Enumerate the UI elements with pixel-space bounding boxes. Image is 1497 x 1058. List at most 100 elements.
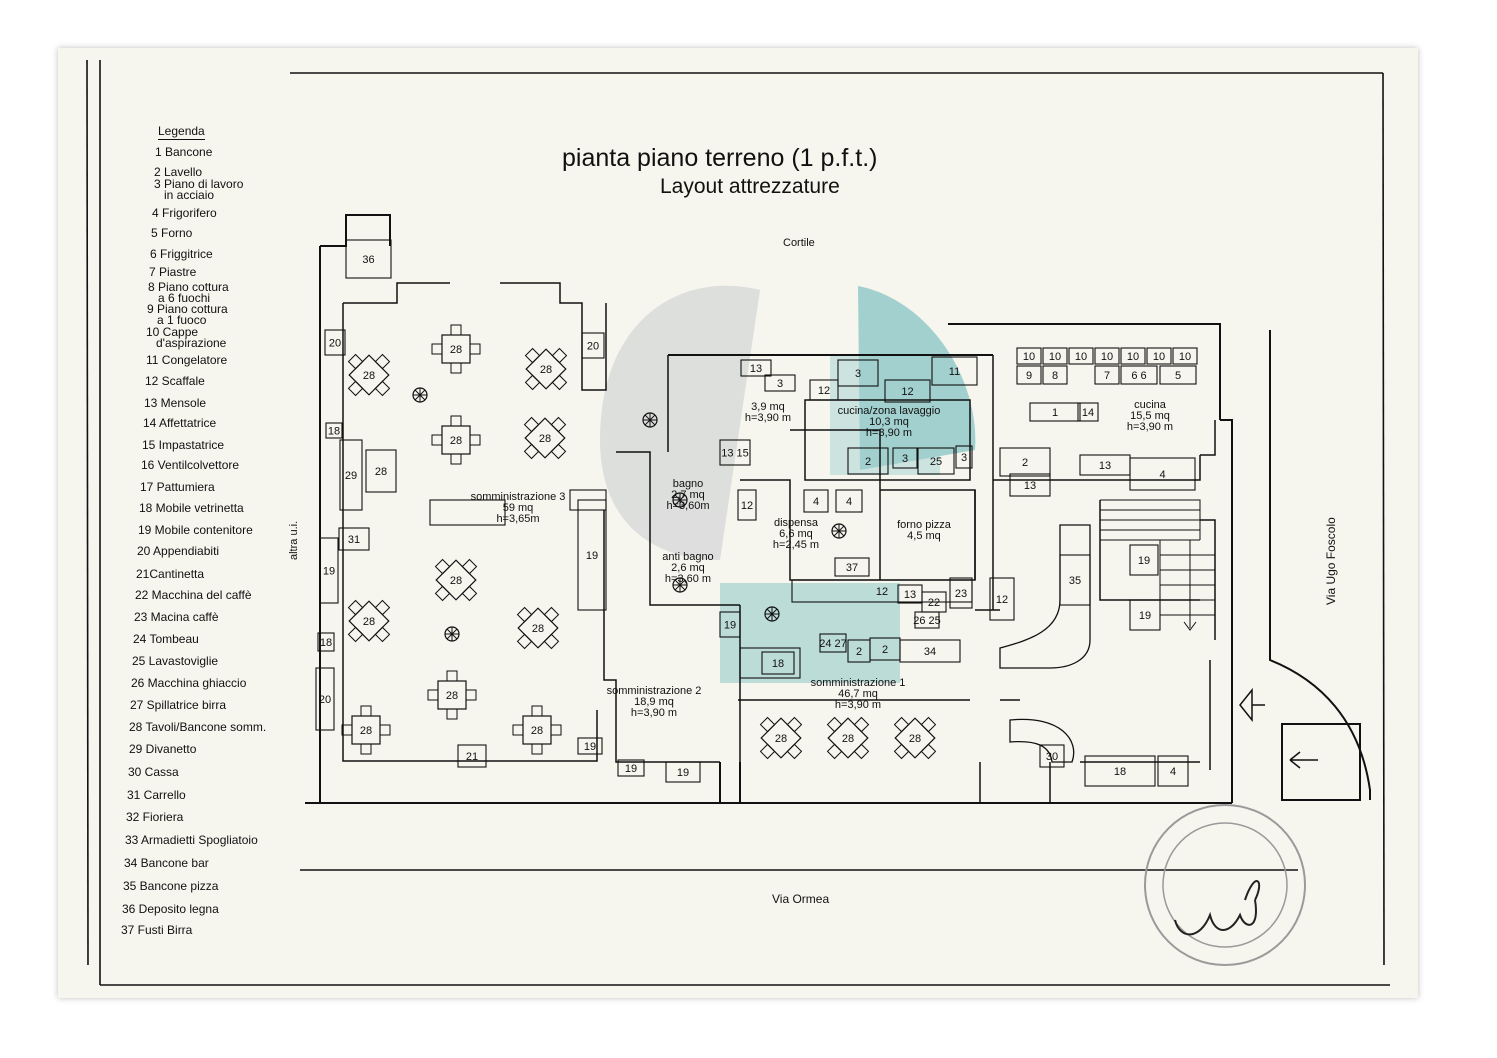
furniture-label: 25 — [930, 456, 942, 468]
furniture-label: 3 — [777, 378, 783, 390]
sheet-frame — [86, 59, 1390, 986]
furniture-item: 18 — [761, 651, 795, 675]
legend-item: 8 Piano cottura a 6 fuochi — [148, 280, 229, 305]
legend-item: 6 Friggitrice — [150, 247, 213, 261]
table-label: 28 — [450, 575, 462, 587]
furniture-item: 26 25 — [913, 611, 941, 629]
table-28 — [347, 353, 391, 397]
table-28 — [826, 716, 870, 760]
furniture-label: 12 — [901, 386, 913, 398]
room-height: h=2,45 m — [773, 539, 819, 551]
room-name: somministrazione 2 — [607, 685, 702, 697]
legend-item: 34 Bancone bar — [124, 856, 209, 870]
furniture-label: 26 25 — [913, 615, 941, 627]
table-28 — [434, 558, 478, 602]
furniture-item: 18 — [317, 632, 335, 652]
furniture-item: 7 — [1094, 365, 1120, 385]
furniture-item: 14 — [1077, 402, 1099, 422]
legend-item: 28 Tavoli/Bancone somm. — [129, 720, 267, 734]
furniture-label: 14 — [1082, 407, 1094, 419]
furniture-label: 37 — [846, 562, 858, 574]
table-label: 28 — [360, 725, 372, 737]
legend-item: 5 Forno — [151, 226, 193, 240]
plan-title: pianta piano terreno (1 p.f.t.) — [562, 144, 878, 172]
furniture-item: 36 — [345, 239, 392, 279]
legend-item: 23 Macina caffè — [134, 610, 219, 624]
table-28 — [524, 347, 568, 391]
furniture-item: 30 — [1039, 744, 1065, 768]
furniture-label: 4 — [1159, 469, 1165, 481]
room-area: 15,5 mq — [1130, 410, 1170, 422]
furniture-label: 7 — [1104, 370, 1110, 382]
furniture-item: 4 — [1129, 457, 1196, 491]
plan-subtitle: Layout attrezzature — [660, 175, 840, 198]
fan-icon — [642, 412, 658, 428]
furniture-item: 31 — [338, 527, 370, 551]
furniture-item — [739, 647, 801, 679]
table-label: 28 — [842, 733, 854, 745]
furniture-item: 2 — [999, 447, 1051, 477]
legend-item: 4 Frigorifero — [152, 206, 217, 220]
interior-walls — [342, 282, 1216, 803]
furniture-item: 1 — [1029, 402, 1081, 422]
furniture-label: 12 — [996, 594, 1008, 606]
furniture-item: 12 — [989, 577, 1015, 621]
furniture-label: 8 — [1052, 370, 1058, 382]
furniture-item: 10 — [1068, 347, 1094, 365]
furniture-label: 34 — [924, 646, 936, 658]
legend-item: 31 Carrello — [127, 788, 186, 802]
furniture-item: 19 — [319, 537, 339, 604]
furniture-item: 25 — [917, 447, 955, 475]
room-height: h=3,90 m — [631, 707, 677, 719]
room-height: h=3,90 m — [866, 427, 912, 439]
furniture-label: 10 — [1049, 351, 1061, 363]
furniture-label: 19 — [323, 566, 335, 578]
legend-item: 1 Bancone — [155, 145, 213, 159]
furniture-label: 19 — [584, 741, 596, 753]
table-label: 28 — [363, 370, 375, 382]
furniture-item: 19 — [617, 759, 645, 777]
furniture-item: 13 — [740, 359, 772, 377]
furniture-item: 19 — [1129, 544, 1159, 576]
furniture-item: 11 — [931, 356, 978, 386]
furniture-item: 18 — [1084, 755, 1156, 787]
furniture-item: 4 — [1157, 755, 1189, 787]
furniture-item: 21 — [457, 744, 487, 768]
table-label: 28 — [450, 344, 462, 356]
table-28 — [516, 606, 560, 650]
legend-heading: Legenda — [158, 124, 205, 140]
room-name: cucina — [1134, 399, 1167, 411]
legend-item: 17 Pattumiera — [140, 480, 215, 494]
street-label-right: Via Ugo Foscolo — [1324, 517, 1338, 605]
room-area: 46,7 mq — [838, 688, 878, 700]
room-area: 18,9 mq — [634, 696, 674, 708]
furniture-item: 20 — [581, 332, 605, 359]
furniture-item: 8 — [1042, 365, 1068, 385]
table-label: 28 — [531, 725, 543, 737]
table-label: 28 — [909, 733, 921, 745]
legend-item: 2 Lavello — [154, 165, 203, 179]
table-label: 28 — [450, 435, 462, 447]
furniture-label: 9 — [1026, 370, 1032, 382]
room-name: anti bagno — [662, 551, 713, 563]
furniture-label: 29 — [345, 470, 357, 482]
street-label-top: Cortile — [783, 237, 815, 249]
furniture-item: 3 — [955, 445, 973, 469]
room-height: h=3,60 m — [665, 573, 711, 585]
furniture-item: 9 — [1016, 365, 1042, 385]
fan-icon — [444, 626, 460, 642]
room-name: cucina/zona lavaggio — [838, 405, 941, 417]
fan-symbols — [412, 387, 847, 642]
furniture-item: 3 — [764, 374, 796, 392]
furniture-item: 19 — [719, 611, 741, 638]
table-28 — [759, 716, 803, 760]
room-height: h=3,60m — [666, 500, 709, 512]
paper-sheet — [58, 48, 1418, 998]
furniture-item — [569, 489, 607, 511]
fan-icon — [831, 523, 847, 539]
furniture-label: 3 — [855, 368, 861, 380]
furniture-label: 22 — [928, 597, 940, 609]
room-name: somministrazione 1 — [811, 677, 906, 689]
legend-item: 25 Lavastoviglie — [132, 654, 219, 668]
legend-item: 13 Mensole — [144, 396, 207, 410]
